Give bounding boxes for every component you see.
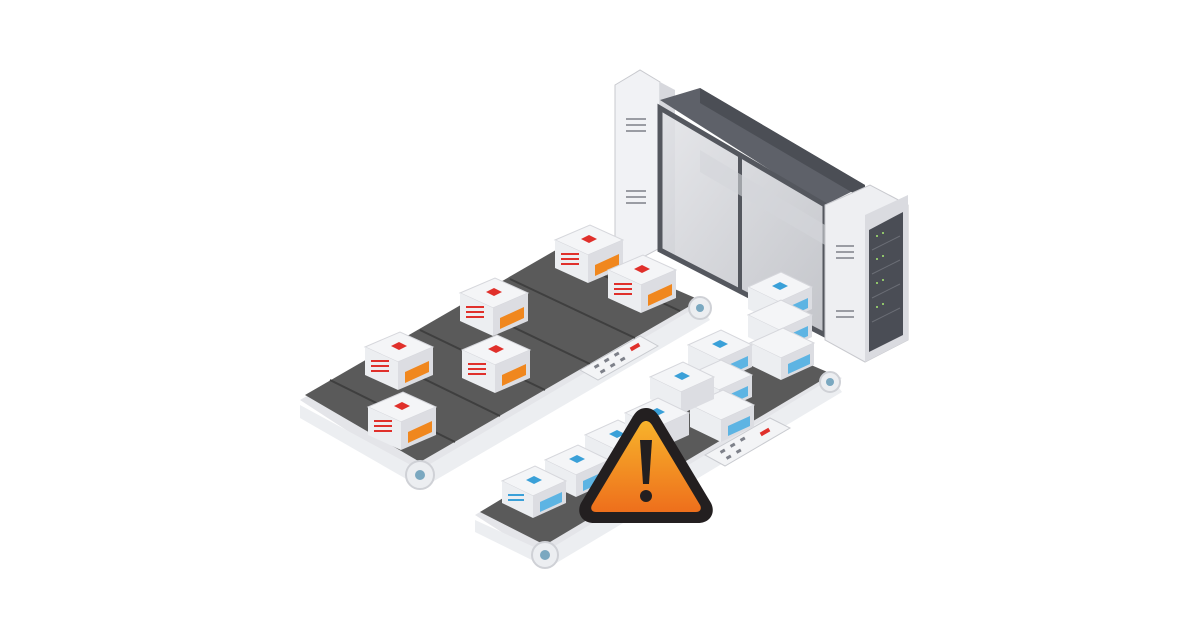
warning-icon xyxy=(579,408,713,523)
package xyxy=(500,465,568,518)
package xyxy=(553,224,625,283)
package xyxy=(363,331,435,390)
package xyxy=(606,254,678,313)
package xyxy=(688,389,756,442)
server-cabinet-right xyxy=(824,184,909,363)
control-panel-lower xyxy=(703,417,792,467)
package xyxy=(648,361,716,414)
upper-packages xyxy=(363,224,678,450)
control-panel-upper xyxy=(578,335,660,381)
server-enclosure xyxy=(614,69,909,363)
package xyxy=(543,444,611,497)
package xyxy=(460,334,532,393)
package xyxy=(748,327,816,380)
package xyxy=(458,277,530,336)
package xyxy=(366,391,438,450)
